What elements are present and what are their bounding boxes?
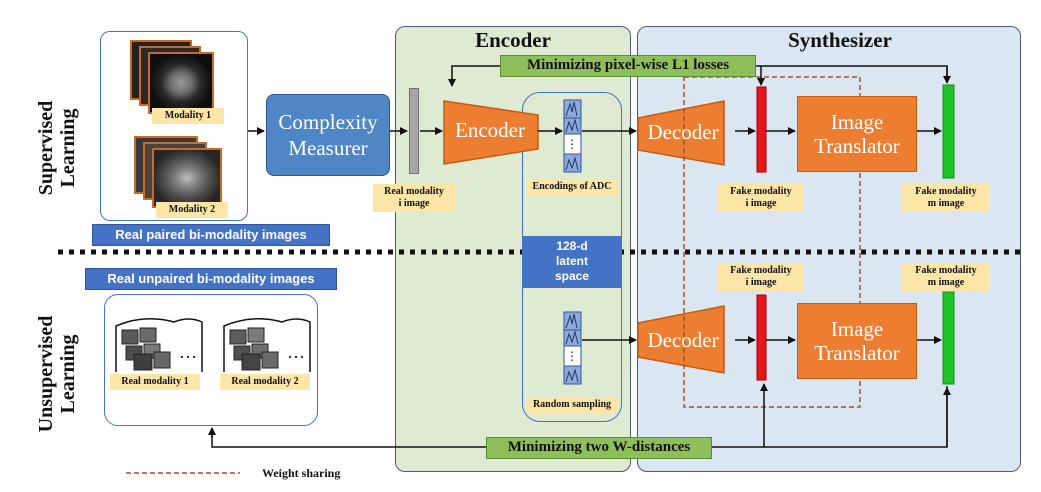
real-modality-bar	[409, 88, 419, 174]
modality2-tag: Modality 2	[156, 202, 228, 218]
fake-m-bar-supervised	[942, 84, 955, 179]
random-sampling-tag: Random sampling	[527, 397, 617, 413]
decoder-shape-supervised	[637, 100, 725, 166]
encoder-title: Encoder	[475, 28, 551, 52]
fake-m-tag-unsup-line2: m image	[927, 277, 965, 288]
fake-i-tag-unsup-line2: i image	[745, 277, 777, 288]
real-modality-tag-line1: Real modality	[384, 186, 444, 197]
ellipsis-1: …	[179, 342, 197, 362]
real-modality1-tag: Real modality 1	[110, 374, 200, 390]
modality1-tag: Modality 1	[152, 108, 224, 124]
weight-sharing-box	[683, 76, 861, 408]
encoding-vector: ⋮	[563, 99, 582, 173]
folder1-thumbs	[121, 327, 171, 371]
random-sampling-vector: ⋮	[563, 311, 582, 385]
encoder-shape	[443, 100, 539, 165]
decoder-label-supervised: Decoder	[647, 120, 719, 144]
translator2-line-1: Image	[830, 317, 884, 341]
svg-text:⋮: ⋮	[566, 137, 578, 151]
folder2-outline	[223, 318, 311, 372]
weight-sharing-legend-label: Weight sharing	[262, 466, 341, 480]
encoder-label: Encoder	[455, 118, 525, 142]
fake-m-tag-supervised: Fake modality m image	[902, 184, 990, 212]
real-modality2-tag: Real modality 2	[220, 374, 310, 390]
latent-space-label: 128-d latent space	[522, 236, 622, 288]
fake-i-bar-unsupervised	[756, 294, 767, 381]
decoder-label-unsupervised: Decoder	[647, 328, 719, 352]
fake-i-bar-supervised	[756, 86, 767, 173]
folder2-thumbs	[229, 327, 279, 371]
synthesizer-title: Synthesizer	[788, 28, 892, 52]
fake-m-tag-unsupervised: Fake modality m image	[902, 263, 990, 291]
fake-i-tag-unsupervised: Fake modality i image	[718, 263, 804, 291]
complexity-line-1: Complexity	[278, 110, 378, 134]
image-translator-supervised: Image Translator	[797, 96, 917, 172]
w-distance-label: Minimizing two W-distances	[486, 437, 712, 459]
complexity-line-2: Measurer	[288, 136, 368, 160]
l1-loss-label: Minimizing pixel-wise L1 losses	[500, 55, 756, 77]
translator-line-1: Image	[830, 110, 884, 134]
unpaired-folders: … …	[115, 318, 311, 372]
latent-line-1: 128-d	[556, 239, 588, 253]
ellipsis-2: …	[287, 342, 305, 362]
svg-text:⋮: ⋮	[566, 349, 578, 363]
fake-m-tag-unsup-line1: Fake modality	[915, 265, 977, 276]
modality2-image	[152, 148, 222, 208]
decoder-shape-unsupervised	[637, 305, 725, 374]
latent-line-3: space	[554, 269, 590, 283]
fake-i-tag-sup-line2: i image	[745, 198, 777, 209]
fake-m-bar-unsupervised	[942, 291, 955, 385]
fake-i-tag-supervised: Fake modality i image	[718, 184, 804, 212]
paired-images-label: Real paired bi-modality images	[92, 224, 330, 246]
fake-m-tag-sup-line2: m image	[927, 198, 965, 209]
modality1-image	[148, 52, 214, 114]
real-modality-tag: Real modality i image	[373, 184, 455, 212]
complexity-measurer-box: Complexity Measurer	[266, 94, 390, 176]
latent-line-2: latent	[555, 254, 588, 268]
unpaired-images-label: Real unpaired bi-modality images	[85, 268, 337, 290]
real-modality-tag-line2: i image	[398, 198, 430, 209]
translator2-line-2: Translator	[814, 341, 900, 365]
fake-i-tag-sup-line1: Fake modality	[730, 186, 792, 197]
translator-line-2: Translator	[814, 134, 900, 158]
folder1-outline	[115, 318, 203, 372]
encodings-tag: Encodings of ADC	[527, 179, 617, 195]
image-translator-unsupervised: Image Translator	[797, 303, 917, 379]
fake-i-tag-unsup-line1: Fake modality	[730, 265, 792, 276]
fake-m-tag-sup-line1: Fake modality	[915, 186, 977, 197]
